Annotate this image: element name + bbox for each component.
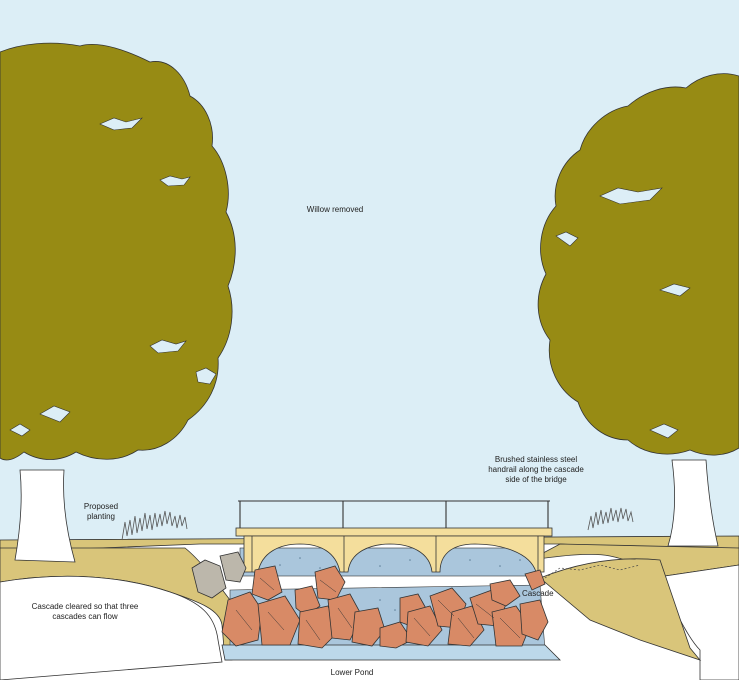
stainless-steel-handrail (238, 500, 550, 528)
bridge (235, 527, 553, 573)
right-cascade-slope (539, 558, 702, 661)
lower-pond (221, 644, 561, 661)
label-cascade-cleared: Cascade cleared so that three cascades c… (31, 602, 139, 621)
label-lower-pond: Lower Pond (330, 668, 374, 677)
left-bank-cut (0, 575, 223, 680)
grey-boulders (191, 551, 247, 599)
water-upper (239, 547, 541, 577)
label-cascade: Cascade (522, 589, 554, 598)
label-willow-removed: Willow removed (306, 205, 364, 214)
rock-hatching (235, 577, 521, 641)
grass-tufts (121, 507, 634, 541)
label-proposed-planting: Proposed planting (83, 502, 119, 521)
label-handrail: Brushed stainless steel handrail along t… (488, 455, 584, 484)
cascade-rocks (221, 565, 549, 649)
tree-left (0, 42, 236, 563)
tree-right (537, 73, 739, 547)
